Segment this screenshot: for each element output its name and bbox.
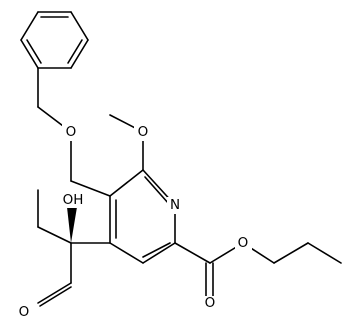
atom-label-o: O [205, 295, 216, 311]
bond [70, 180, 111, 197]
bond [20, 39, 39, 69]
bond [20, 11, 39, 41]
bond [307, 242, 342, 264]
atom-label-oh: OH [63, 192, 84, 208]
atom-labels: O O N OH O O O [14, 124, 252, 320]
bond-double-inner [142, 242, 171, 258]
atom-label-n: N [170, 197, 180, 213]
bond [109, 242, 144, 264]
atom-label-o: O [238, 235, 249, 251]
bond [37, 282, 72, 304]
bond [37, 226, 72, 244]
atom-label-o: O [138, 124, 149, 140]
bond [109, 169, 144, 197]
bond [70, 39, 89, 69]
atom-label-o: O [19, 304, 30, 320]
bond-double-inner [144, 176, 170, 205]
wedge-bond [67, 207, 77, 243]
bond [273, 242, 309, 264]
bond [142, 242, 176, 264]
bond-double-inner [26, 39, 42, 64]
bond [70, 11, 89, 41]
bonds [20, 11, 342, 307]
bond [39, 286, 72, 307]
bond [174, 242, 211, 264]
bond-double-inner [67, 39, 83, 64]
atom-label-o: O [66, 124, 77, 140]
